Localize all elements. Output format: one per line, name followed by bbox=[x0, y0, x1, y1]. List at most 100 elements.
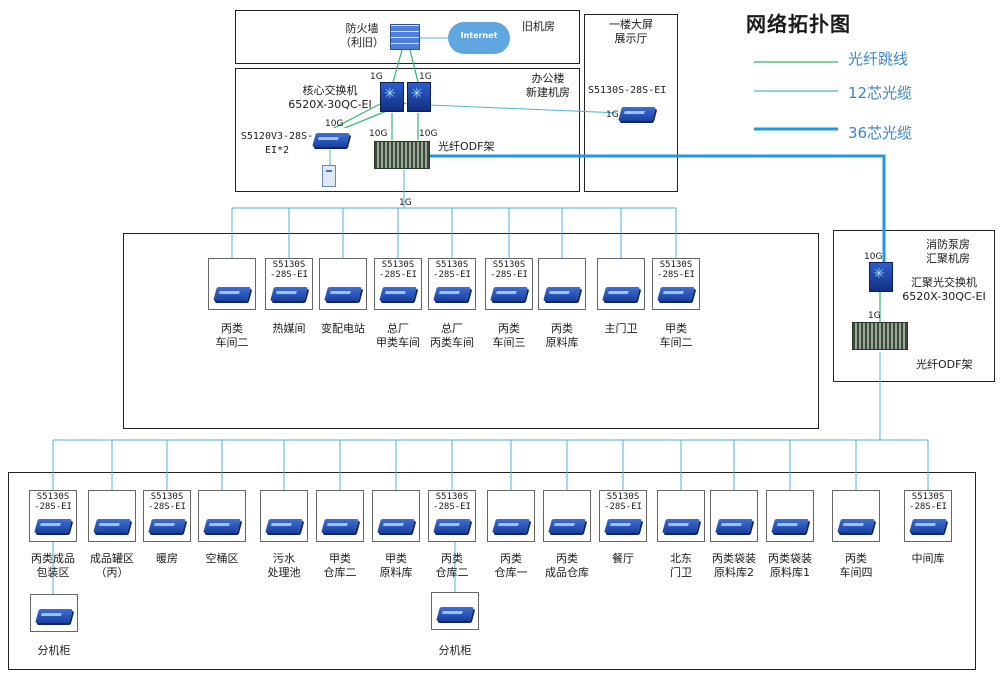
mid_row-site-name-1: 热媒间 bbox=[272, 322, 306, 335]
switch-icon bbox=[492, 519, 530, 533]
mid_row-switch-6 bbox=[538, 258, 586, 310]
mid_row-site-name-7: 主门卫 bbox=[604, 322, 638, 335]
mid_row-switch-5: S5130S -28S-EI bbox=[485, 258, 533, 310]
legend-36-core-label: 36芯光缆 bbox=[848, 124, 913, 142]
odf-label: 光纤ODF架 bbox=[438, 140, 495, 153]
access-switch-label: S5120V3-28S- EI*2 bbox=[240, 131, 314, 156]
bottom_row-switch-model-7: S5130S -28S-EI bbox=[433, 492, 471, 512]
mid_row-switch-8: S5130S -28S-EI bbox=[652, 258, 700, 310]
bottom_row-site-name-10: 餐厅 bbox=[612, 552, 634, 565]
link-label-10g-c: 10G bbox=[419, 129, 438, 139]
pump-link-10g-label: 10G bbox=[864, 252, 883, 262]
switch-icon bbox=[213, 287, 251, 301]
bottom_row-switch-5 bbox=[316, 490, 364, 542]
aggregation-switch-label: 汇聚光交换机 6520X-30QC-EI bbox=[902, 276, 986, 303]
mid_row-switch-model-1: S5130S -28S-EI bbox=[270, 260, 308, 280]
switch-icon bbox=[148, 519, 186, 533]
pump-room-box bbox=[833, 230, 995, 382]
bottom_row-switch-10: S5130S -28S-EI bbox=[599, 490, 647, 542]
legend-12-core-label: 12芯光缆 bbox=[848, 84, 913, 102]
mid_row-switch-model-5: S5130S -28S-EI bbox=[490, 260, 528, 280]
server-icon bbox=[322, 165, 336, 187]
switch-icon bbox=[909, 519, 947, 533]
switch-icon bbox=[265, 519, 303, 533]
switch-icon bbox=[490, 287, 528, 301]
mid_row-site-name-0: 丙类 车间二 bbox=[215, 322, 249, 349]
hall-switch-label: S5130S-28S-EI bbox=[588, 85, 667, 96]
bottom_row-switch-model-0: S5130S -28S-EI bbox=[34, 492, 72, 512]
bottom_row-switch-6 bbox=[372, 490, 420, 542]
bottom_row-switch-12 bbox=[710, 490, 758, 542]
access-switch-icon bbox=[312, 128, 350, 150]
hall-label: 一楼大屏 展示厅 bbox=[609, 18, 653, 45]
old-room-box bbox=[235, 10, 580, 64]
bottom_row-switch-4 bbox=[260, 490, 308, 542]
bottom_row-switch-1 bbox=[88, 490, 136, 542]
link-label-1g-a: 1G bbox=[370, 72, 383, 82]
core-switch-label: 核心交换机 6520X-30QC-EI bbox=[288, 84, 372, 111]
mid_row-switch-model-3: S5130S -28S-EI bbox=[379, 260, 417, 280]
bottom_row-switch-14 bbox=[832, 490, 880, 542]
bottom_row-site-name-0: 丙类成品 包装区 bbox=[31, 552, 75, 579]
firewall-icon bbox=[390, 24, 420, 50]
bottom_row-site-name-11: 北东 门卫 bbox=[670, 552, 692, 579]
bottom_row-site-name-15: 中间库 bbox=[911, 552, 945, 565]
bottom_row-switch-9 bbox=[543, 490, 591, 542]
mid_row-switch-4: S5130S -28S-EI bbox=[428, 258, 476, 310]
switch-icon bbox=[543, 287, 581, 301]
odf-rack-icon bbox=[374, 141, 430, 169]
bottom_row-switch-7: S5130S -28S-EI bbox=[428, 490, 476, 542]
bottom_row-switch-2: S5130S -28S-EI bbox=[143, 490, 191, 542]
switch-icon bbox=[321, 519, 359, 533]
sub-cabinet-2-switch bbox=[431, 592, 479, 630]
hall-link-label: 1G bbox=[606, 110, 619, 120]
mid_row-switch-7 bbox=[597, 258, 645, 310]
bottom_row-site-name-5: 甲类 仓库二 bbox=[323, 552, 357, 579]
mid_row-switch-1: S5130S -28S-EI bbox=[265, 258, 313, 310]
bottom_row-switch-11 bbox=[657, 490, 705, 542]
aggregation-switch-icon bbox=[869, 262, 893, 292]
mid_row-site-name-2: 变配电站 bbox=[321, 322, 365, 335]
mid_row-site-name-8: 甲类 车间二 bbox=[659, 322, 693, 349]
mid_row-site-name-5: 丙类 车间三 bbox=[492, 322, 526, 349]
bottom_row-switch-0: S5130S -28S-EI bbox=[29, 490, 77, 542]
switch-icon bbox=[837, 519, 875, 533]
bottom_row-site-name-12: 丙类袋装 原料库2 bbox=[712, 552, 756, 579]
bottom_row-site-name-1: 成品罐区 （丙） bbox=[90, 552, 134, 579]
internet-cloud-icon: Internet bbox=[448, 22, 510, 54]
bottom_row-site-name-2: 暖房 bbox=[156, 552, 178, 565]
mid_row-site-name-3: 总厂 甲类车间 bbox=[376, 322, 420, 349]
bottom_row-switch-15: S5130S -28S-EI bbox=[904, 490, 952, 542]
core-switch-2-icon bbox=[407, 82, 431, 112]
bottom_row-switch-model-2: S5130S -28S-EI bbox=[148, 492, 186, 512]
mid_row-switch-2 bbox=[319, 258, 367, 310]
office-room-label: 办公楼 新建机房 bbox=[526, 72, 570, 99]
sub-cabinet-1-switch bbox=[30, 594, 78, 632]
link-label-10g-b: 10G bbox=[369, 129, 388, 139]
diagram-title: 网络拓扑图 bbox=[746, 12, 851, 36]
pump-room-label: 消防泵房 汇聚机房 bbox=[926, 238, 970, 265]
bottom_row-switch-13 bbox=[766, 490, 814, 542]
switch-icon bbox=[771, 519, 809, 533]
switch-icon bbox=[324, 287, 362, 301]
bottom_row-site-name-7: 丙类 仓库二 bbox=[435, 552, 469, 579]
bottom_row-switch-3 bbox=[198, 490, 246, 542]
bottom_row-site-name-3: 空桶区 bbox=[205, 552, 239, 565]
internet-label: Internet bbox=[460, 31, 498, 40]
pump-odf-label: 光纤ODF架 bbox=[916, 358, 973, 371]
sub-cabinet-1-label: 分机柜 bbox=[37, 644, 71, 657]
mid_row-site-name-4: 总厂 丙类车间 bbox=[430, 322, 474, 349]
bottom_row-site-name-6: 甲类 原料库 bbox=[379, 552, 413, 579]
switch-icon bbox=[93, 519, 131, 533]
switch-icon bbox=[662, 519, 700, 533]
mid_row-switch-0 bbox=[208, 258, 256, 310]
hall-switch-icon bbox=[616, 100, 656, 124]
switch-icon bbox=[377, 519, 415, 533]
switch-icon bbox=[715, 519, 753, 533]
switch-icon bbox=[604, 519, 642, 533]
bottom_row-switch-model-10: S5130S -28S-EI bbox=[604, 492, 642, 512]
core-switch-1-icon bbox=[380, 82, 404, 112]
bottom_row-site-name-14: 丙类 车间四 bbox=[839, 552, 873, 579]
mid_row-switch-model-8: S5130S -28S-EI bbox=[657, 260, 695, 280]
bottom_row-site-name-8: 丙类 仓库一 bbox=[494, 552, 528, 579]
